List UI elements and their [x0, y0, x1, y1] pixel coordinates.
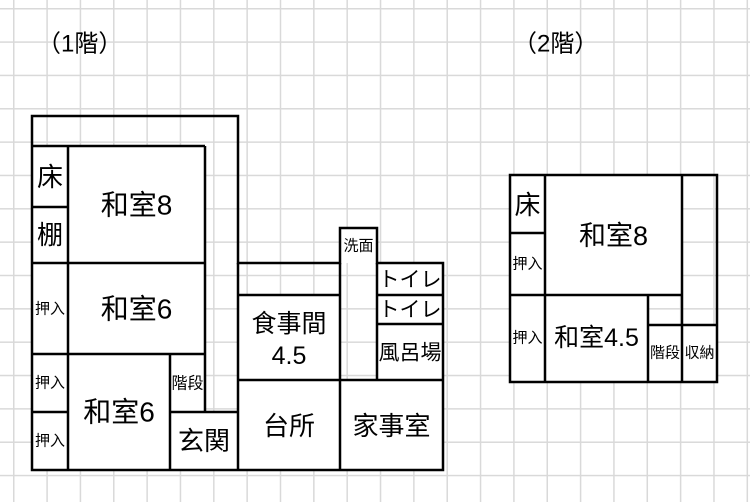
label-shuno-f2: 収納	[684, 345, 714, 362]
room-toko-f1	[32, 146, 68, 207]
room-shokujima-f1	[238, 295, 340, 380]
label-shokujima-size-f1: 4.5	[272, 342, 307, 370]
room-daidokoro-f1	[238, 380, 340, 470]
label-daidokoro-f1: 台所	[263, 411, 315, 441]
room-furoba-f1	[377, 324, 443, 380]
label-toilet2-f1: トイレ	[379, 299, 442, 322]
label-toilet1-f1: トイレ	[379, 269, 442, 292]
room-kaidan-f2	[648, 325, 682, 382]
room-oshiire2-f2	[510, 295, 545, 382]
floor1-title: （1階）	[37, 31, 122, 58]
room-tana-f1	[32, 207, 68, 263]
room-genkan-f1	[170, 412, 238, 470]
label-washitsu6b-f1: 和室6	[83, 397, 155, 428]
label-oshiire1-f1: 押入	[35, 301, 65, 318]
room-kaidan-f1	[170, 354, 205, 412]
room-toko-f2	[510, 175, 545, 233]
label-oshiire2-f2: 押入	[512, 330, 542, 347]
room-washitsu8-f2	[545, 175, 682, 295]
room-toilet2-f1	[377, 295, 443, 324]
label-kajishitsu-f1: 家事室	[352, 411, 430, 441]
room-toilet1-f1	[377, 263, 443, 295]
floor2-room-labels: 床 押入 押入 和室8 和室4.5 階段 収納	[512, 190, 714, 362]
label-washitsu8-f1: 和室8	[101, 190, 173, 221]
room-senmen-f1	[340, 228, 377, 263]
label-kaidan-f2: 階段	[650, 345, 680, 362]
room-shuno-f2	[682, 325, 717, 382]
label-washitsu8-f2: 和室8	[579, 221, 648, 251]
label-washitsu6a-f1: 和室6	[101, 294, 173, 325]
label-washitsu45-f2: 和室4.5	[554, 324, 639, 352]
room-oshiire1-f1	[32, 263, 68, 354]
room-oshiire1-f2	[510, 233, 545, 295]
label-oshiire1-f2: 押入	[512, 256, 542, 273]
interior-walls-f1	[32, 144, 443, 470]
label-tana-f1: 棚	[37, 220, 63, 250]
label-shokujima-name-f1: 食事間	[251, 310, 326, 338]
room-kajishitsu-f1	[340, 380, 443, 470]
room-oshiire3-f1	[32, 412, 68, 470]
label-furoba-f1: 風呂場	[379, 342, 442, 365]
label-oshiire2-f1: 押入	[35, 375, 65, 392]
label-kaidan-f1: 階段	[171, 375, 203, 393]
floor1-room-labels: 床 棚 和室8 押入 和室6 押入 押入 和室6 階段 玄関 食事間 4.5 台…	[35, 162, 442, 456]
outer-boundary-f1	[30, 114, 445, 472]
room-washitsu8-f1	[68, 146, 205, 263]
label-oshiire3-f1: 押入	[35, 433, 65, 450]
label-toko-f1: 床	[37, 162, 63, 192]
outer-boundary-f2	[508, 173, 719, 384]
room-washitsu6a-f1	[68, 263, 205, 354]
floor1-room-fills	[32, 146, 443, 470]
interior-walls-f2	[510, 175, 717, 382]
room-oshiire2-f1	[32, 354, 68, 412]
floor2-title: （2階）	[513, 31, 598, 58]
room-washitsu45-f2	[545, 295, 648, 382]
floor2-room-fills	[510, 175, 717, 382]
room-washitsu6b-f1	[68, 354, 170, 470]
label-senmen-f1: 洗面	[343, 238, 373, 255]
label-genkan-f1: 玄関	[178, 426, 230, 456]
label-toko-f2: 床	[514, 190, 540, 220]
